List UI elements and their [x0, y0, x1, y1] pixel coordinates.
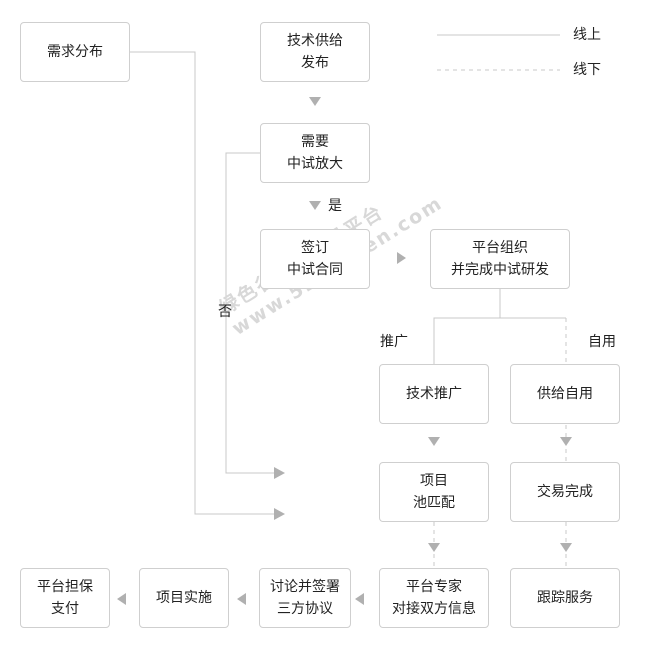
arrow-discuss-to-implement	[237, 593, 246, 605]
legend-offline-label: 线下	[573, 62, 601, 78]
arrow-no-into-pool	[274, 467, 285, 479]
connector-no-to-pool	[225, 152, 276, 474]
arrow-pool-to-expert	[428, 543, 440, 552]
arrow-implement-to-guarantee	[117, 593, 126, 605]
node-need-pilot: 需要 中试放大	[260, 123, 370, 183]
node-sign-contract-label: 签订 中试合同	[287, 240, 343, 278]
connector-demand-to-pool	[129, 51, 276, 515]
node-tech-promo-label: 技术推广	[406, 386, 462, 402]
arrow-expert-to-discuss	[355, 593, 364, 605]
label-self: 自用	[588, 334, 616, 350]
label-yes: 是	[328, 198, 342, 214]
node-expert: 平台专家 对接双方信息	[379, 568, 489, 628]
label-no: 否	[218, 304, 232, 320]
node-tech-supply: 技术供给 发布	[260, 22, 370, 82]
node-implement-label: 项目实施	[156, 590, 212, 606]
arrow-self-to-trade	[560, 437, 572, 446]
node-trade-done-label: 交易完成	[537, 484, 593, 500]
node-self-use: 供给自用	[510, 364, 620, 424]
node-tracking-label: 跟踪服务	[537, 590, 593, 606]
node-tech-supply-label: 技术供给 发布	[287, 33, 343, 71]
node-guarantee-label: 平台担保 支付	[37, 579, 93, 617]
label-promo: 推广	[380, 334, 408, 350]
arrow-supply-to-need	[309, 97, 321, 106]
node-trade-done: 交易完成	[510, 462, 620, 522]
node-demand: 需求分布	[20, 22, 130, 82]
node-tracking: 跟踪服务	[510, 568, 620, 628]
arrow-demand-into-pool	[274, 508, 285, 520]
arrow-yes	[309, 201, 321, 210]
arrow-trade-to-tracking	[560, 543, 572, 552]
node-discuss: 讨论并签署 三方协议	[259, 568, 351, 628]
node-demand-label: 需求分布	[47, 44, 103, 60]
node-expert-label: 平台专家 对接双方信息	[392, 579, 476, 617]
node-sign-contract: 签订 中试合同	[260, 229, 370, 289]
connector-org-to-promo	[433, 288, 501, 364]
node-platform-org-label: 平台组织 并完成中试研发	[451, 240, 549, 278]
node-self-use-label: 供给自用	[537, 386, 593, 402]
node-platform-org: 平台组织 并完成中试研发	[430, 229, 570, 289]
node-project-pool: 项目 池匹配	[379, 462, 489, 522]
legend-online-label: 线上	[573, 27, 601, 43]
node-implement: 项目实施	[139, 568, 229, 628]
node-tech-promo: 技术推广	[379, 364, 489, 424]
arrow-promo-to-pool	[428, 437, 440, 446]
arrow-contract-to-org	[397, 252, 406, 264]
node-need-pilot-label: 需要 中试放大	[287, 134, 343, 172]
node-discuss-label: 讨论并签署 三方协议	[270, 579, 340, 617]
node-guarantee: 平台担保 支付	[20, 568, 110, 628]
node-project-pool-label: 项目 池匹配	[413, 473, 455, 511]
